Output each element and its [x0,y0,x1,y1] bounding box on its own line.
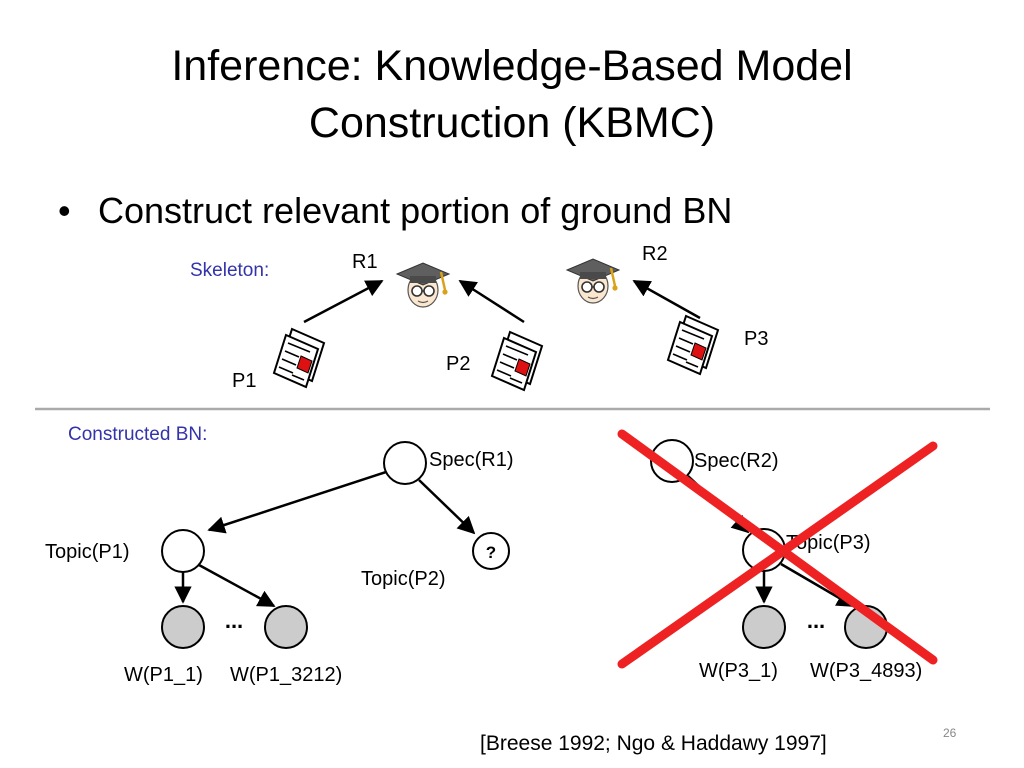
node-w-p1-3212-label: W(P1_3212) [230,664,342,686]
ellipsis-left: ... [225,608,243,633]
citation-text: [Breese 1992; Ngo & Haddawy 1997] [480,732,827,755]
page-number: 26 [943,726,957,740]
node-topic-p2 [472,532,510,570]
skeleton-label: Skeleton: [190,260,269,281]
node-spec-r2-label: Spec(R2) [694,450,778,472]
ellipsis-right: ... [807,608,825,633]
arrow-p1-to-r1 [303,279,384,324]
node-w-p3-1-label: W(P3_1) [699,660,778,682]
graduate-cap-face-icon-r1 [395,261,451,309]
edge-spec-r1-to-topic-p2 [418,479,476,535]
bullet-text: Construct relevant portion of ground BN [98,190,733,231]
edge-topic-p3-to-w-last [780,562,855,608]
node-spec-r2 [650,439,694,483]
paper-p3-label: P3 [744,328,768,350]
paper-document-icon-p3 [667,315,719,375]
node-w-p3-1 [742,605,786,649]
title-line-2: Construction (KBMC) [308,99,716,147]
arrow-p2-to-r1 [458,279,525,324]
node-spec-r1 [383,441,427,485]
node-w-p3-4893-label: W(P3_4893) [810,660,922,682]
slide-title: Inference: Knowledge-Based Model Constru… [0,38,1024,152]
node-topic-p1-label: Topic(P1) [45,541,129,563]
node-spec-r1-label: Spec(R1) [429,449,513,471]
node-topic-p2-label: Topic(P2) [361,568,445,590]
edge-topic-p1-to-w-last [198,563,276,608]
reviewer-r1-label: R1 [352,251,378,273]
paper-document-icon-p1 [273,328,325,388]
node-w-p1-3212 [264,605,308,649]
node-w-p1-1 [161,605,205,649]
paper-p2-label: P2 [446,353,470,375]
constructed-bn-label: Constructed BN: [68,424,207,445]
paper-p1-label: P1 [232,370,256,392]
node-w-p1-1-label: W(P1_1) [124,664,203,686]
graduate-cap-face-icon-r2 [565,257,621,305]
arrow-p3-to-r2 [632,279,701,320]
node-topic-p1 [161,529,205,573]
paper-document-icon-p2 [491,331,543,391]
title-line-1: Inference: Knowledge-Based Model [171,42,853,90]
edge-spec-r1-to-topic-p1 [207,470,387,534]
bullet-item: • Construct relevant portion of ground BN [58,190,732,232]
bullet-dot-icon: • [58,190,71,231]
red-cross-icon [617,429,938,669]
node-topic-p2-unknown-mark: ? [486,543,496,562]
reviewer-r2-label: R2 [642,243,668,265]
